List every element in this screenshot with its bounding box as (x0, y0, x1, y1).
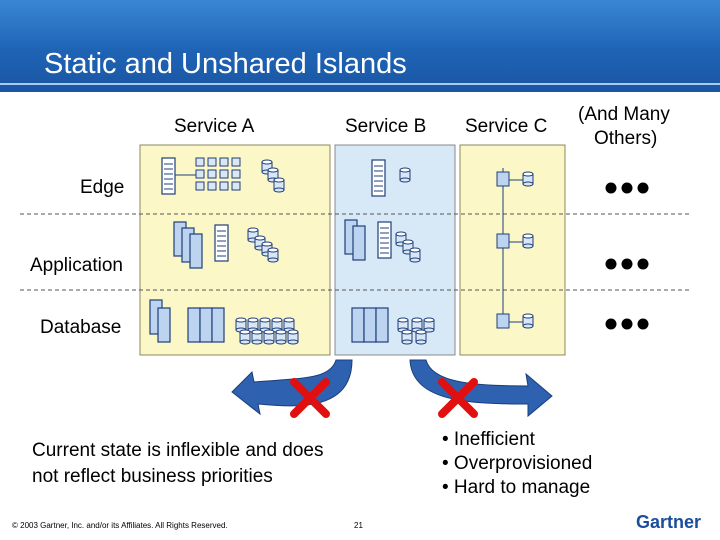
service-c-stack (496, 168, 534, 329)
bullet-item: • Inefficient (442, 429, 535, 450)
caption-line-2: not reflect business priorities (32, 466, 273, 487)
tier-label-application: Application (30, 255, 123, 276)
service-a-label: Service A (174, 116, 255, 137)
right-cross-icon (438, 378, 478, 418)
service-a-edge (161, 157, 285, 195)
title-bar (0, 0, 720, 92)
tier-label-edge: Edge (80, 177, 125, 198)
edge-more-dots (605, 182, 649, 194)
title-rule (0, 83, 720, 85)
service-c-panel (459, 144, 566, 356)
left-cross-icon (290, 378, 330, 418)
application-more-dots (605, 258, 649, 270)
bullet-item: • Overprovisioned (442, 453, 593, 474)
bullet-item: • Hard to manage (442, 477, 591, 498)
left-curved-arrow (231, 359, 353, 416)
service-c-label: Service C (465, 116, 548, 137)
others-label-line2: Others) (594, 128, 658, 149)
right-curved-arrow (409, 359, 553, 418)
gartner-logo: Gartner (636, 512, 702, 532)
tier-label-database: Database (40, 317, 122, 338)
others-label-line1: (And Many (578, 104, 670, 125)
page-number: 21 (354, 521, 363, 530)
service-b-label: Service B (345, 116, 427, 137)
slide-title: Static and Unshared Islands (44, 48, 407, 80)
caption-line-1: Current state is inflexible and does (32, 440, 324, 461)
database-more-dots (605, 318, 649, 330)
footer-copyright: © 2003 Gartner, Inc. and/or its Affiliat… (12, 521, 228, 530)
bullet-list: • Inefficient • Overprovisioned • Hard t… (442, 428, 592, 500)
